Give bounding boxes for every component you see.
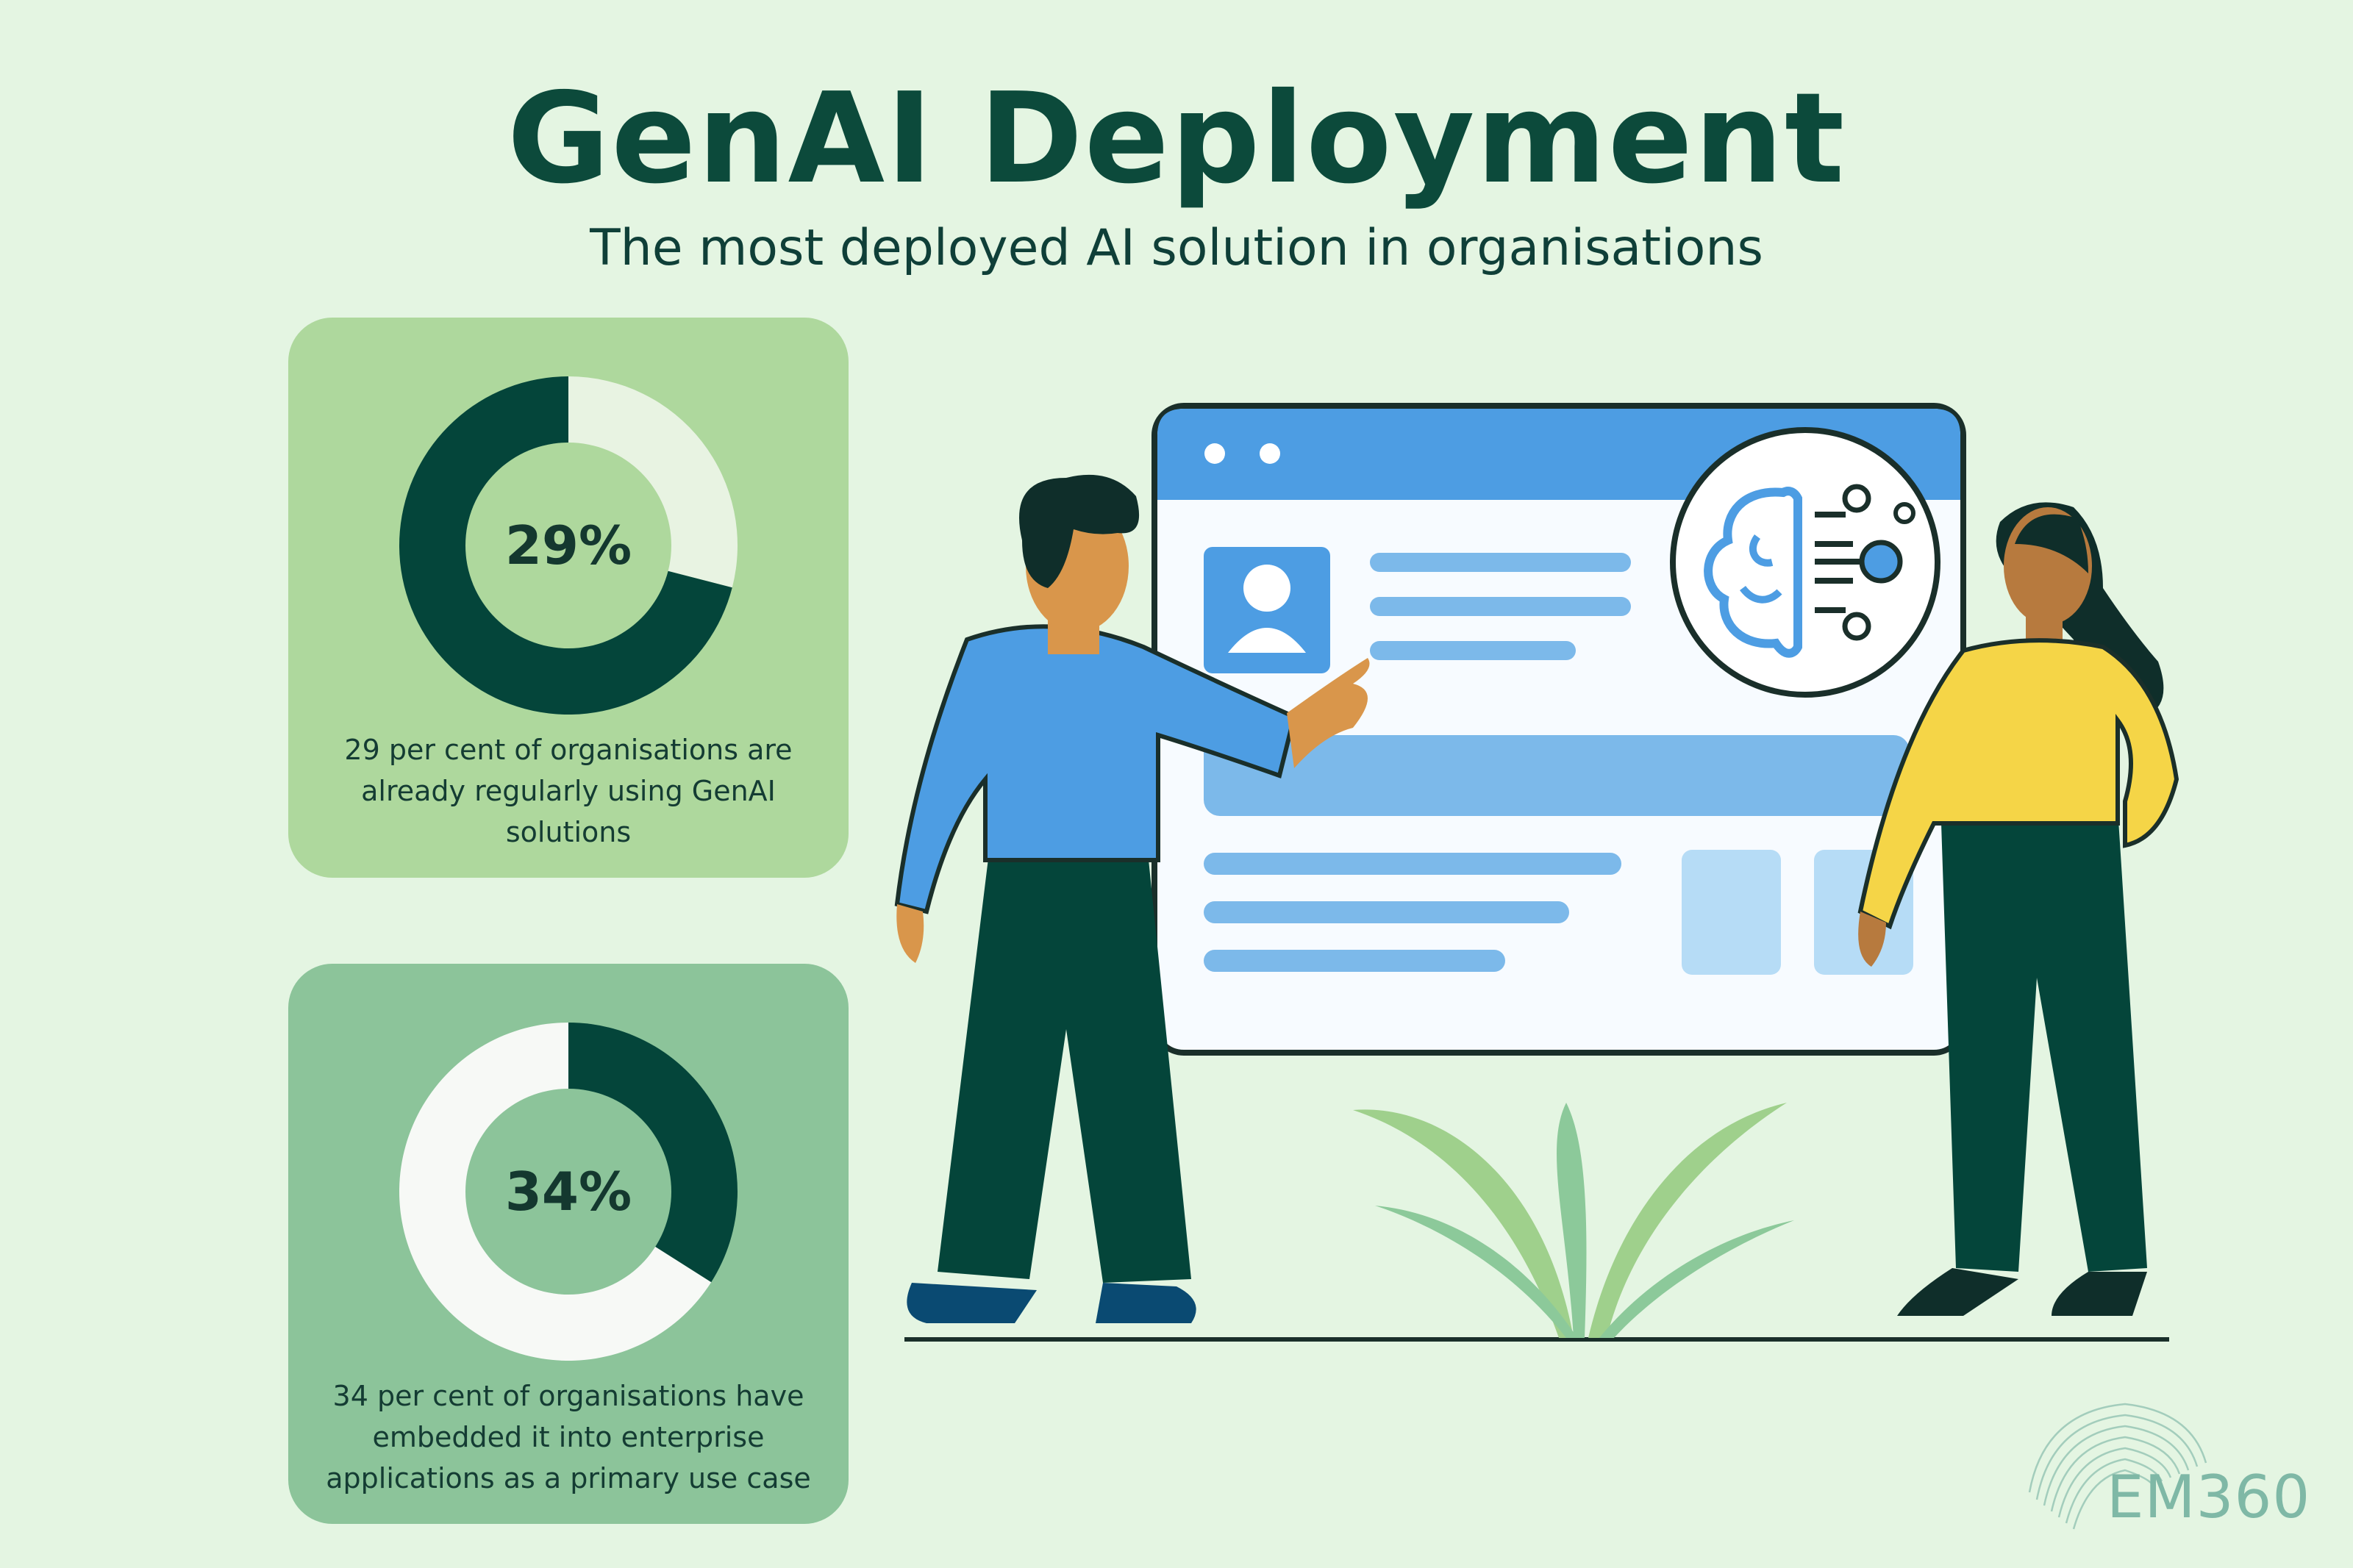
window-dot-2 <box>1260 443 1280 464</box>
stat-1-description: 29 per cent of organisations are already… <box>344 734 793 848</box>
plant-illustration <box>1353 1103 1794 1338</box>
em360-logo-text: EM360 <box>2107 1463 2311 1531</box>
donut-chart-1 <box>399 376 738 715</box>
presentation-illustration <box>894 403 2179 1342</box>
stat-card-2: 34% 34 per cent of organisations have em… <box>288 964 849 1524</box>
window-dot-1 <box>1204 443 1225 464</box>
page-subtitle: The most deployed AI solution in organis… <box>590 219 1763 277</box>
browser-window-illustration <box>1151 403 1966 1056</box>
donut-1-value-label: 29% <box>504 515 632 576</box>
em360-logo-mark <box>2028 1403 2207 1530</box>
ai-brain-icon <box>1670 427 1940 698</box>
donut-2-hole <box>465 1089 671 1295</box>
page-title: GenAI Deployment <box>507 66 1846 212</box>
donut-1-hole <box>465 443 671 648</box>
donut-2-value-label: 34% <box>504 1161 632 1222</box>
stat-2-description: 34 per cent of organisations have embedd… <box>326 1380 811 1494</box>
man-illustration <box>894 474 1370 1323</box>
woman-illustration <box>1857 502 2179 1316</box>
donut-chart-2 <box>399 1023 738 1361</box>
stat-card-1: 29% 29 per cent of organisations are alr… <box>288 318 849 878</box>
